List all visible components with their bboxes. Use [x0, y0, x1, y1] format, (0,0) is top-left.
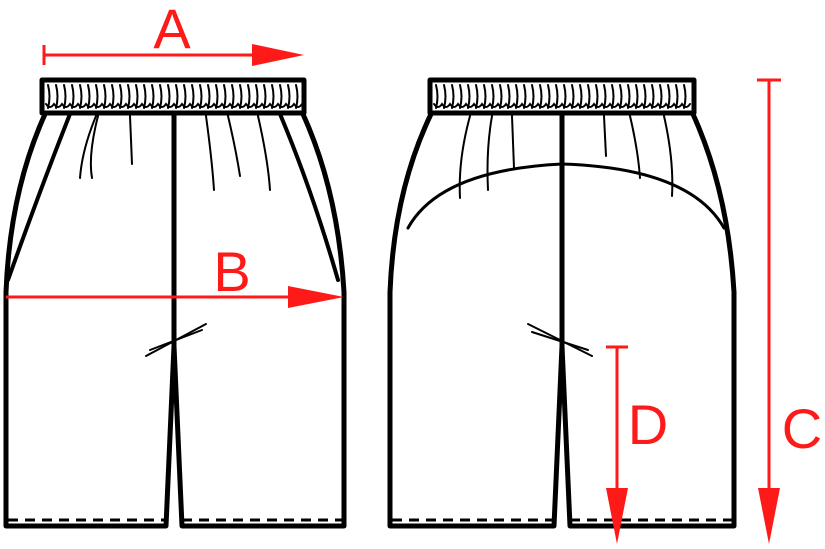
- measurement-d-label: D: [628, 393, 668, 456]
- waistband-gather-edge: [433, 102, 691, 108]
- measurement-a-label: A: [153, 0, 191, 60]
- back-waistband-ruching: [433, 84, 691, 109]
- back-right-leg: [559, 109, 737, 529]
- waistband-gather-edge: [45, 102, 303, 108]
- back-view: [387, 77, 737, 529]
- measurement-c-label: C: [782, 397, 822, 460]
- front-right-pocket: [278, 112, 340, 282]
- back-left-leg: [387, 109, 565, 529]
- back-yoke-seam: [406, 162, 726, 230]
- measurement-b: B: [6, 240, 344, 308]
- front-gather-folds: [79, 115, 271, 191]
- measurement-c: C: [757, 78, 822, 544]
- measurement-b-label: B: [213, 240, 250, 303]
- front-waistband-ruching: [45, 84, 303, 109]
- measurement-d: D: [606, 345, 668, 544]
- front-right-leg: [171, 109, 347, 529]
- front-left-leg: [3, 109, 177, 529]
- measurement-a: A: [42, 0, 304, 66]
- front-waistband: [39, 77, 307, 116]
- back-crotch-stitch: [527, 323, 593, 357]
- back-waistband: [427, 77, 697, 116]
- front-view: [3, 77, 347, 529]
- back-gather-folds: [458, 115, 674, 199]
- front-left-pocket: [6, 112, 72, 282]
- front-crotch-stitch: [145, 323, 207, 357]
